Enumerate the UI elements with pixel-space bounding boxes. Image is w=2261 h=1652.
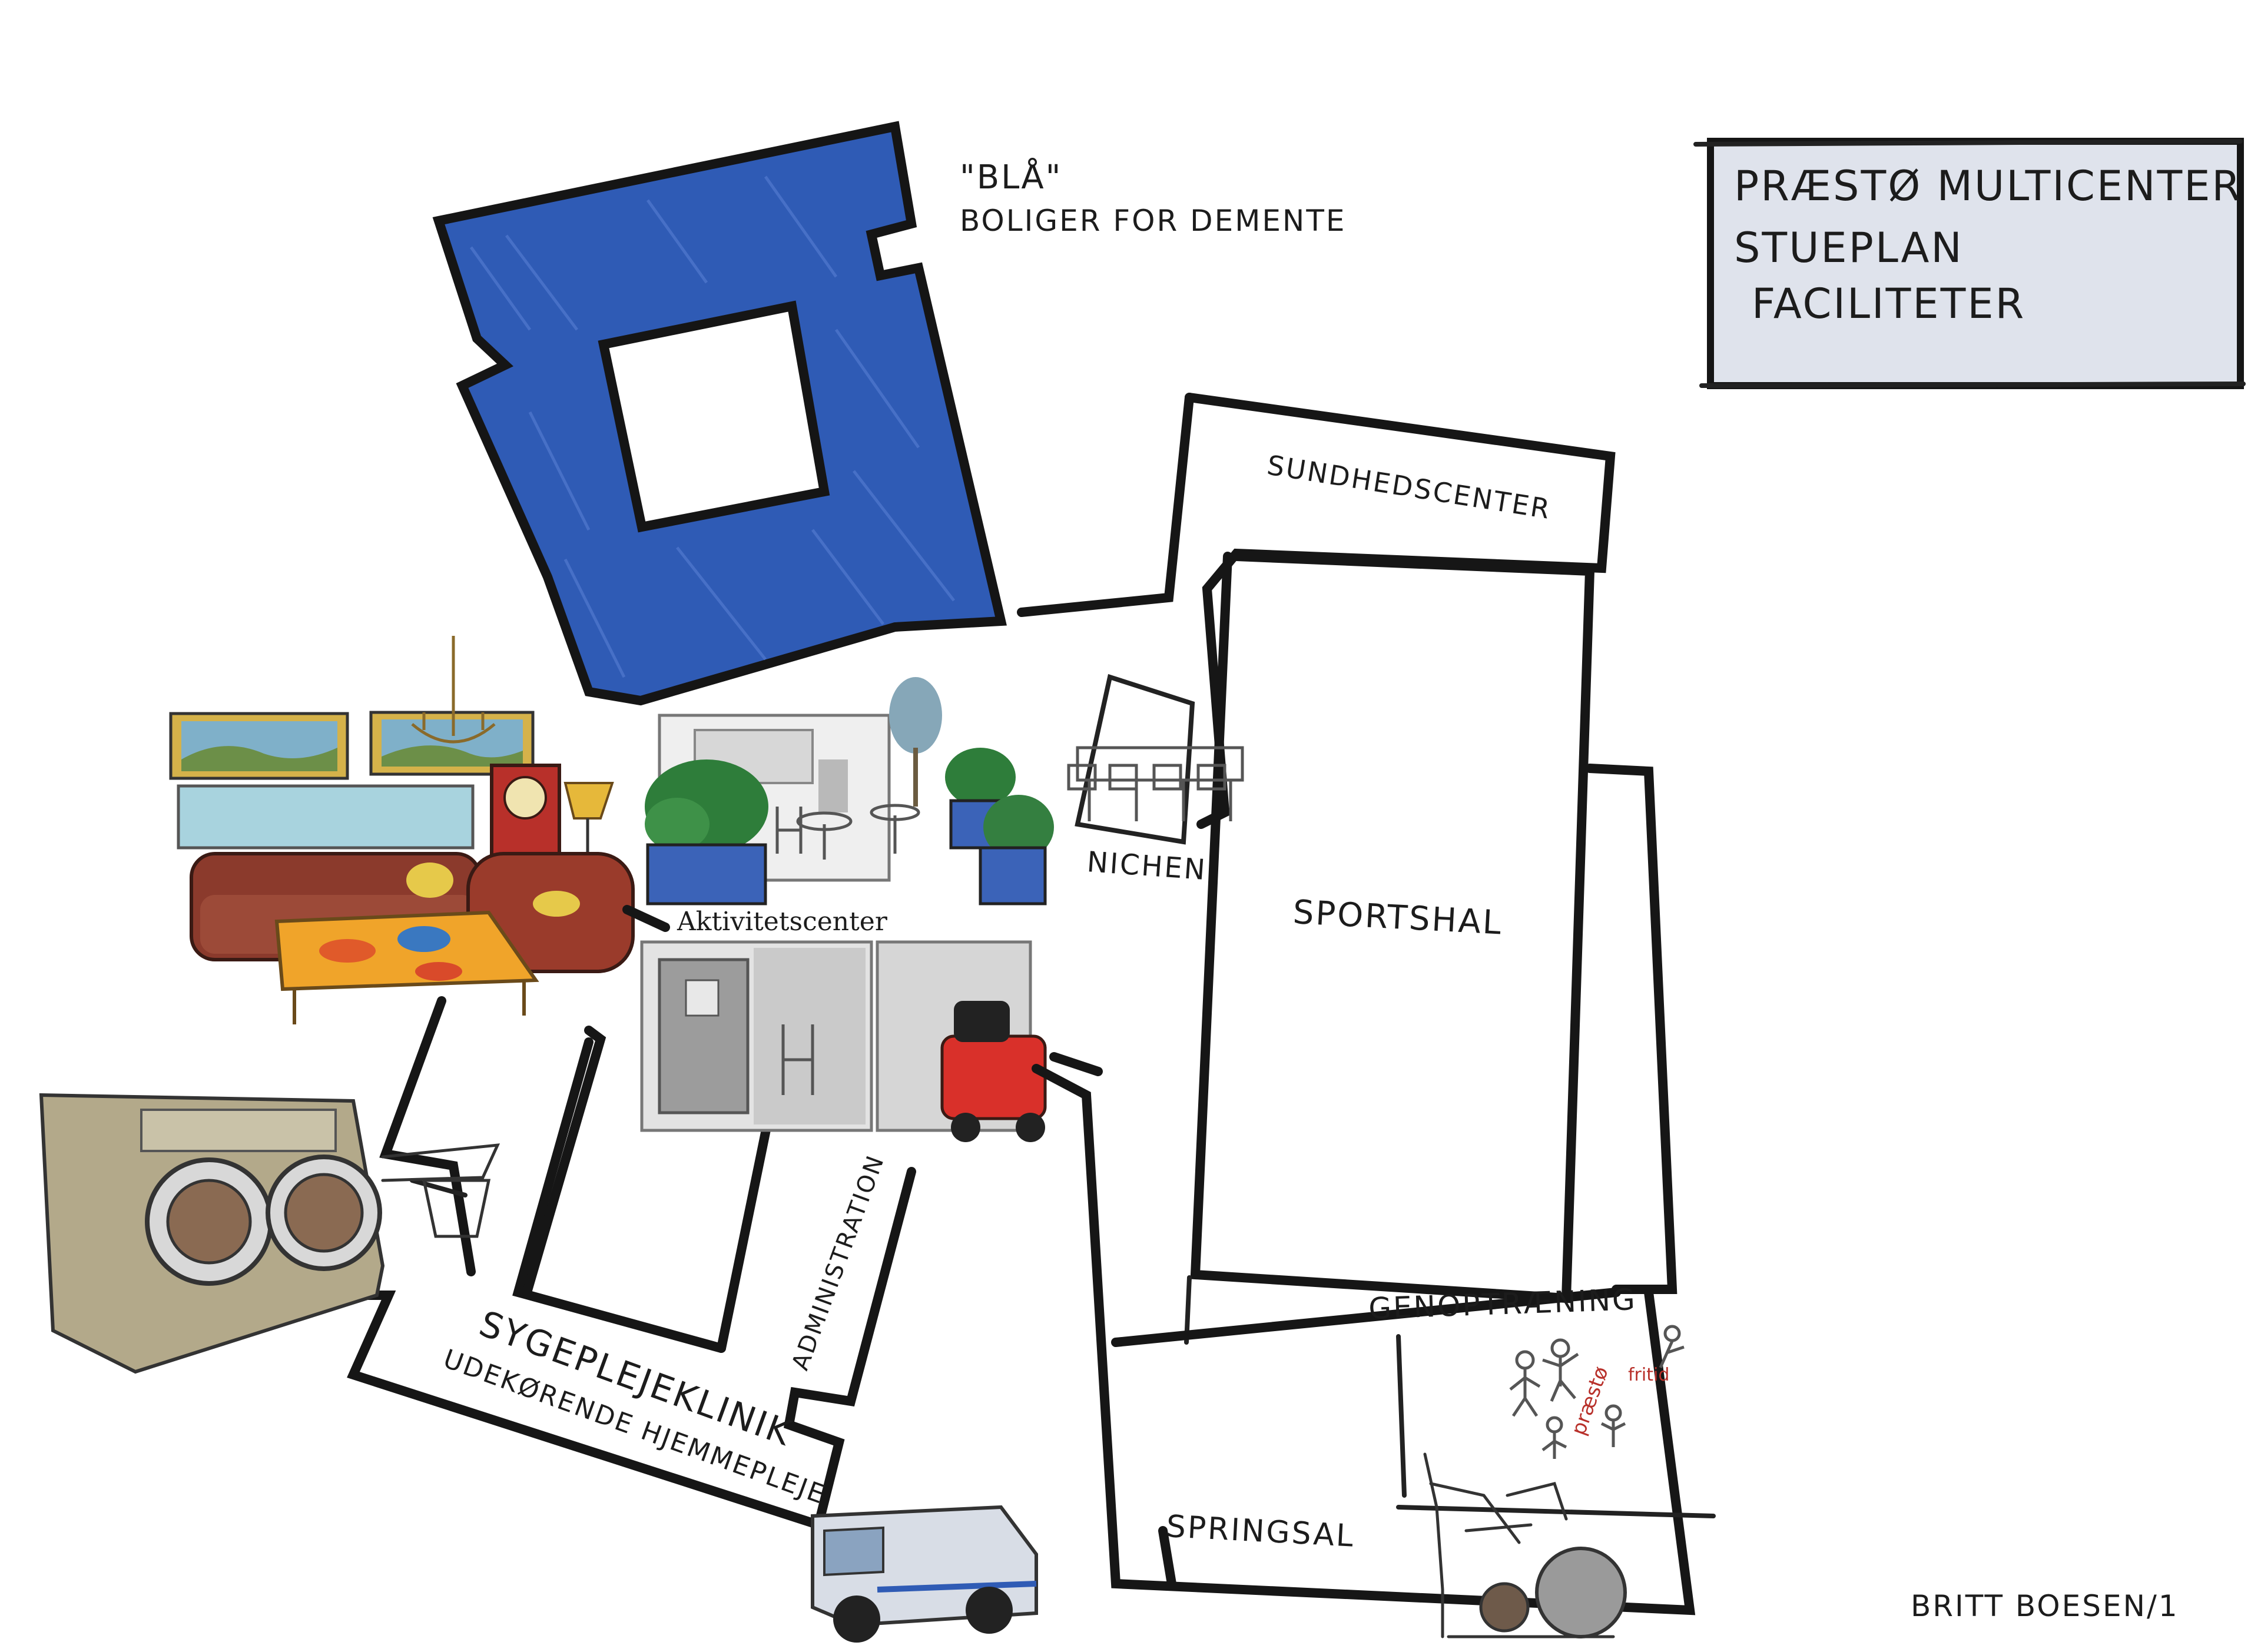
exercise-bike-illustration bbox=[1423, 1452, 1627, 1638]
laundry-illustration bbox=[39, 1093, 500, 1374]
nichen-area bbox=[1067, 674, 1244, 845]
title-line-2: STUEPLAN bbox=[1734, 224, 1964, 272]
bla-label: "BLÅ" bbox=[960, 158, 1062, 197]
plant-left bbox=[645, 759, 768, 905]
sportshal-room bbox=[1184, 552, 1677, 1345]
nichen-label: NICHEN bbox=[1086, 845, 1208, 887]
plant-right bbox=[945, 748, 1054, 905]
tree-center bbox=[889, 677, 942, 807]
coffee-table bbox=[274, 910, 539, 1024]
corridor-illustration bbox=[640, 940, 1047, 1142]
sundhedscenter-label: SUNDHEDSCENTER bbox=[1265, 449, 1553, 526]
crayon-texture bbox=[469, 175, 955, 678]
activity-cafe-illustration bbox=[645, 677, 1054, 905]
aktivitetscenter-label: Aktivitetscenter bbox=[677, 907, 888, 937]
title-line-1: PRÆSTØ MULTICENTER bbox=[1734, 162, 2242, 210]
chandelier bbox=[411, 636, 496, 744]
bla-courtyard bbox=[598, 300, 830, 533]
bla-description: BOLIGER FOR DEMENTE bbox=[960, 204, 1346, 238]
genoptraening-springsal-wing bbox=[1032, 1052, 1716, 1615]
title-line-3: FACILITETER bbox=[1752, 280, 2025, 328]
title-block: PRÆSTØ MULTICENTER STUEPLAN FACILITETER bbox=[1693, 138, 2246, 389]
logo-word-fritid: fritid bbox=[1628, 1365, 1669, 1385]
administration-label: ADMINISTRATION bbox=[787, 1151, 890, 1374]
sportshal-label: SPORTSHAL bbox=[1292, 893, 1504, 943]
living-room-illustration bbox=[169, 636, 635, 1024]
bla-housing-block bbox=[432, 121, 1007, 706]
artist-signature: BRITT BOESEN/1 bbox=[1911, 1589, 2179, 1623]
van-illustration bbox=[811, 1505, 1038, 1643]
cafe-tables bbox=[775, 804, 920, 860]
mobility-scooter bbox=[940, 1001, 1047, 1142]
chairs-sketch bbox=[1067, 746, 1244, 821]
springsal-label: SPRINGSAL bbox=[1165, 1509, 1355, 1554]
